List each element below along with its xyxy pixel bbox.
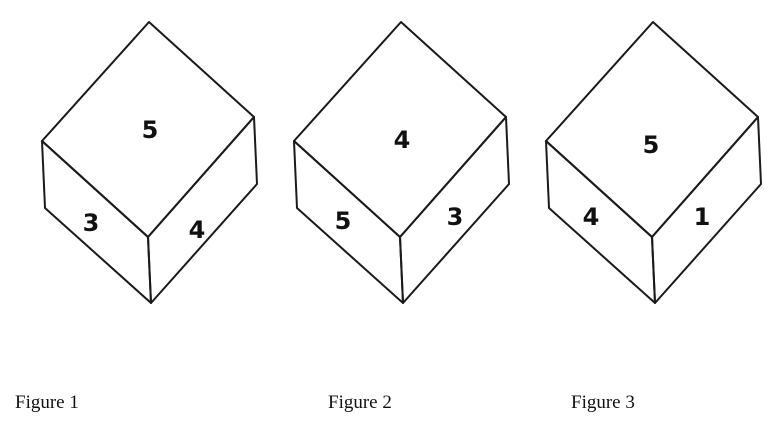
cube-3-top-number: 5 <box>643 131 660 159</box>
cube-3-left-number: 4 <box>583 203 600 231</box>
caption-figure-3: Figure 3 <box>571 392 635 413</box>
cube-1-top-number: 5 <box>142 116 159 144</box>
cube-2-top-number: 4 <box>394 126 411 154</box>
cube-2-left-number: 5 <box>335 207 352 235</box>
cube-figure-1: 5 3 4 <box>41 21 258 304</box>
cube-3-top-face <box>545 21 759 238</box>
caption-figure-1: Figure 1 <box>15 392 79 413</box>
cube-3-right-number: 1 <box>694 203 711 231</box>
cube-1-right-face <box>147 116 258 304</box>
cube-2-right-number: 3 <box>447 203 464 231</box>
cube-1-left-number: 3 <box>83 209 100 237</box>
cube-figure-2: 4 5 3 <box>293 21 510 304</box>
cube-figure-3: 5 4 1 <box>545 21 762 304</box>
cube-2-right-face <box>399 116 510 304</box>
cube-3-left-face <box>545 140 656 304</box>
cube-1-right-number: 4 <box>189 216 206 244</box>
cube-3-right-face <box>651 116 762 304</box>
caption-figure-2: Figure 2 <box>328 392 392 413</box>
